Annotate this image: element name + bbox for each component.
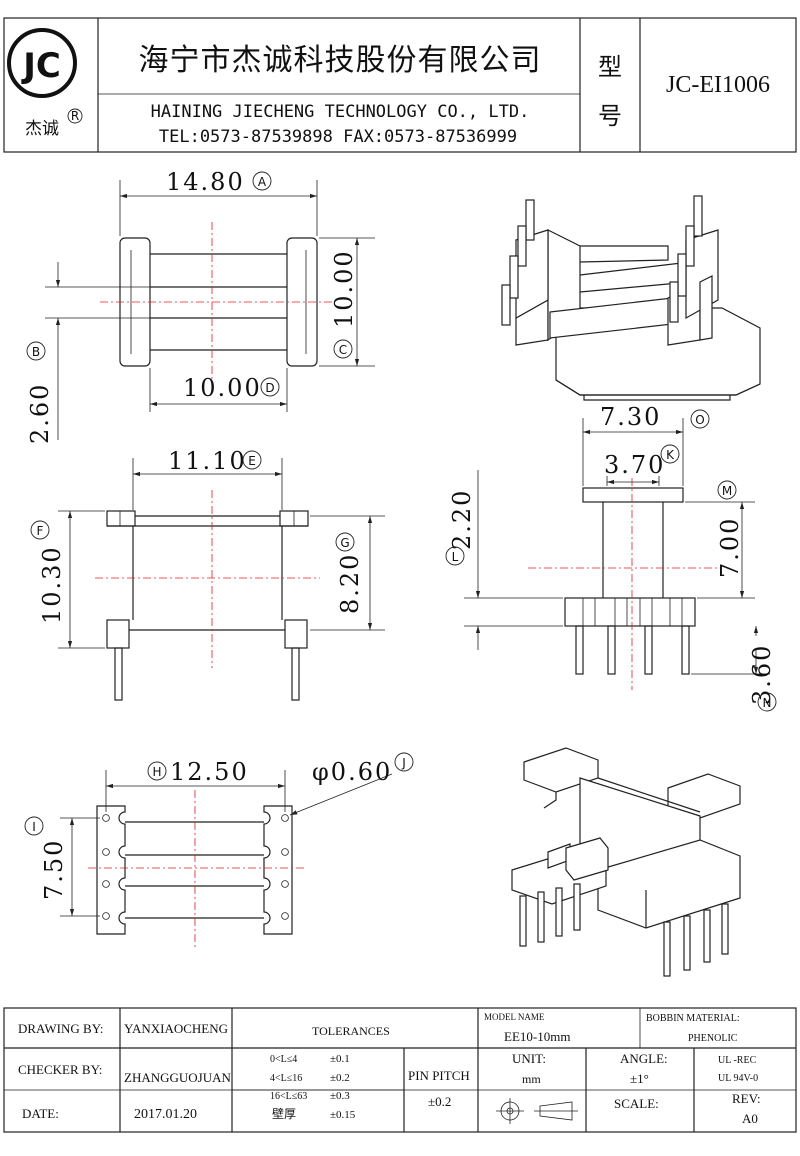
logo-text: JC [21,46,61,86]
company-name-cn: 海宁市杰诚科技股份有限公司 [139,43,542,78]
pin-pitch-label: PIN PITCH [408,1068,470,1083]
front-view [58,458,385,701]
company-contact: TEL:0573-87539898 FAX:0573-87536999 [159,127,517,147]
dim-M-value: 7.00 [716,517,744,578]
dim-H-tag: H [152,765,161,779]
dim-I-value: 7.50 [40,839,68,900]
dim-D-tag: D [265,381,274,395]
dim-M-tag: M [722,484,732,498]
dim-A-value: 14.80 [166,168,245,196]
tol-range-2: 4<L≤16 [270,1073,302,1084]
company-name-en: HAINING JIECHENG TECHNOLOGY CO., LTD. [151,102,530,122]
rev-label: REV: [732,1091,761,1106]
dim-N-tag: N [763,696,772,710]
dim-K-value: 3.70 [604,451,665,479]
bottom-view [60,770,393,950]
dim-F-tag: F [37,524,44,538]
dim-O-value: 7.30 [600,403,661,431]
rev-value: A0 [742,1111,758,1126]
tol-range-4: 壁厚 [272,1106,296,1121]
bobbin-material-label: BOBBIN MATERIAL: [646,1013,740,1024]
date-label: DATE: [22,1106,59,1121]
registered-mark: R [71,109,79,123]
dim-G-tag: G [340,536,349,550]
dim-K-tag: K [666,448,675,462]
model-label-1: 型 [598,54,622,81]
tol-range-3: 16<L≤63 [270,1091,307,1102]
dim-A-tag: A [258,175,267,189]
dim-F-value: 10.30 [38,545,66,624]
dim-L-value: 2.20 [448,489,476,550]
side-view [464,418,770,690]
company-logo: JC 杰诚 R [7,28,83,138]
drawing-by-value: YANXIAOCHENG [124,1021,228,1036]
dim-C-tag: C [339,343,347,357]
unit-value: mm [522,1072,541,1086]
dim-D-value: 10.00 [183,374,262,402]
top-view [45,180,375,440]
dimension-labels: 14.80 A 2.60 B 10.00 C 10.00 D 11.10 E 1… [24,168,777,900]
unit-label: UNIT: [512,1051,546,1066]
dim-H-value: 12.50 [170,758,249,786]
dim-C-value: 10.00 [330,249,358,328]
dim-B-value: 2.60 [26,383,54,444]
drawing-by-label: DRAWING BY: [18,1021,104,1036]
tol-value-2: ±0.2 [330,1072,350,1084]
projection-symbol [496,1098,578,1124]
tol-value-3: ±0.3 [330,1090,350,1102]
tolerances-label: TOLERANCES [312,1024,390,1038]
dim-O-tag: O [695,413,704,427]
checker-by-value: ZHANGGUOJUAN [124,1070,231,1085]
ul-rec: UL -REC [718,1055,757,1066]
angle-label: ANGLE: [620,1051,668,1066]
logo-brand: 杰诚 [25,119,59,138]
model-name-value: EE10-10mm [504,1029,570,1044]
dim-J-tag: J [401,756,406,770]
isometric-view-top [501,195,761,401]
model-name-label: MODEL NAME [484,1012,545,1022]
angle-value: ±1° [630,1071,649,1086]
isometric-view-bottom [511,747,741,977]
header-block: JC 杰诚 R 海宁市杰诚科技股份有限公司 HAINING JIECHENG T… [3,17,797,153]
dim-B-tag: B [32,345,40,359]
checker-by-label: CHECKER BY: [18,1062,102,1077]
title-block: DRAWING BY: YANXIAOCHENG CHECKER BY: ZHA… [3,1007,797,1133]
model-label-2: 号 [598,104,622,130]
dim-G-value: 8.20 [336,553,364,614]
dim-L-tag: L [452,550,459,564]
scale-label: SCALE: [614,1096,659,1111]
dim-E-value: 11.10 [168,447,247,475]
dim-J-value: φ0.60 [312,758,392,786]
ul-94v0: UL 94V-0 [718,1073,758,1084]
dim-I-tag: I [32,820,36,834]
bobbin-material-value: PHENOLIC [688,1033,738,1044]
tol-range-1: 0<L≤4 [270,1054,297,1065]
pin-pitch-value: ±0.2 [428,1094,451,1109]
tol-value-1: ±0.1 [330,1053,350,1065]
tol-value-4: ±0.15 [330,1109,356,1121]
date-value: 2017.01.20 [134,1107,197,1122]
dim-E-tag: E [248,454,256,468]
model-value: JC-EI1006 [666,72,770,98]
